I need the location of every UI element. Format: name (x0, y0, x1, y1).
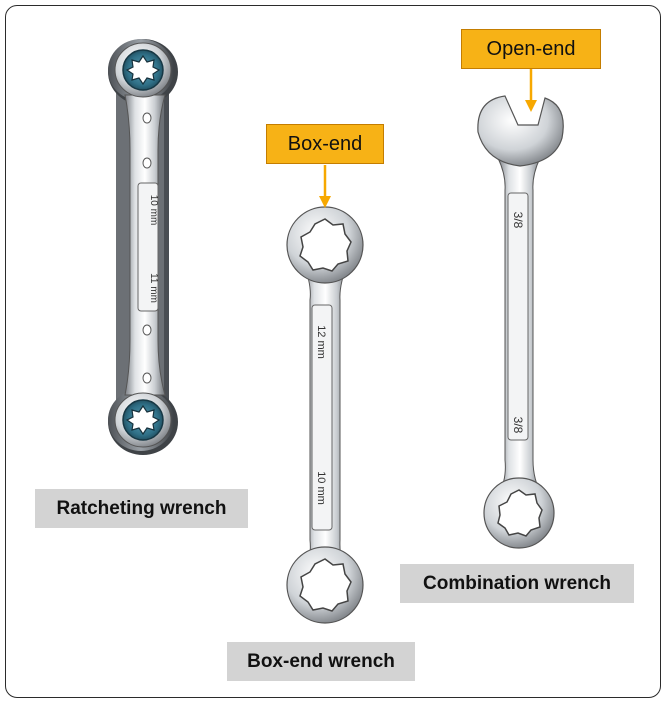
ratchet-gear-top-icon (122, 49, 164, 91)
open-end-callout: Open-end (461, 29, 601, 69)
ratcheting-wrench: 10 mm 11 mm (108, 39, 178, 455)
ratcheting-wrench-label: Ratcheting wrench (35, 489, 248, 528)
box-end-arrow (319, 165, 331, 208)
ratchet-marking-bottom: 11 mm (148, 273, 159, 303)
open-end-jaw (477, 95, 564, 167)
box-end-marking-top: 12 mm (315, 325, 327, 359)
box-end-top-socket-icon (299, 218, 352, 272)
box-end-marking-bottom: 10 mm (315, 471, 327, 505)
box-end-callout: Box-end (266, 124, 384, 164)
combination-marking-bottom: 3/8 (511, 417, 525, 434)
combination-socket-icon (497, 489, 543, 537)
box-end-bottom-socket-icon (299, 558, 352, 612)
combination-wrench: 3/8 3/8 (477, 95, 564, 549)
ratchet-marking-top: 10 mm (148, 195, 159, 226)
combination-marking-top: 3/8 (511, 212, 525, 229)
open-end-arrow (525, 69, 537, 112)
combination-wrench-label: Combination wrench (400, 564, 634, 603)
box-end-wrench-label: Box-end wrench (227, 642, 415, 681)
box-end-wrench: 12 mm 10 mm (286, 206, 364, 624)
ratchet-gear-bottom-icon (122, 399, 164, 441)
